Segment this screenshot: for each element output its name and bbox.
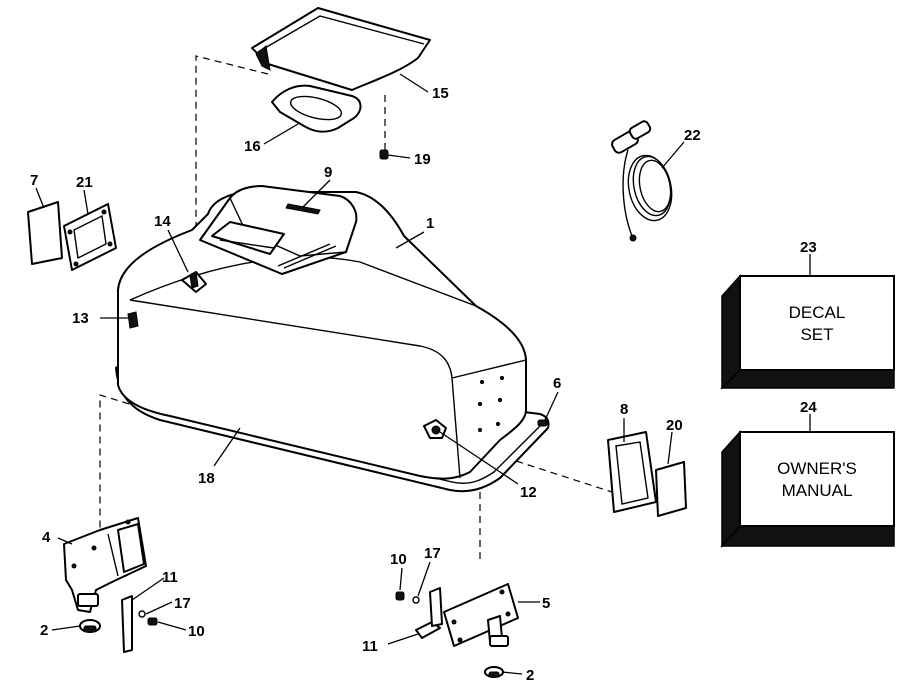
hardware-right — [395, 591, 420, 604]
callout-23: 23 — [800, 239, 817, 256]
gasket-frame-8 — [607, 431, 657, 513]
decal-set-line1: DECAL — [789, 303, 846, 322]
box-labels: DECAL SET OWNER'S MANUAL — [777, 303, 857, 500]
callout-17-right: 17 — [424, 545, 441, 562]
wire-harness — [611, 120, 673, 242]
motor-cover — [115, 185, 550, 493]
callout-10-left: 10 — [188, 623, 205, 640]
callout-13: 13 — [72, 310, 89, 327]
assembly-guide-lines — [99, 55, 613, 560]
callout-16: 16 — [244, 138, 261, 155]
clip-right — [415, 587, 443, 639]
bracket-right — [443, 583, 519, 647]
decal-sheet-7 — [27, 201, 63, 265]
callout-21: 21 — [76, 174, 93, 191]
leader-lines — [35, 73, 811, 675]
callout-19: 19 — [414, 151, 431, 168]
owners-manual-line1: OWNER'S — [777, 459, 857, 478]
decal-set-line2: SET — [800, 325, 833, 344]
callout-numbers: 1 15 16 19 22 9 14 13 12 6 8 20 18 7 21 … — [30, 85, 817, 684]
callout-11-left: 11 — [162, 569, 178, 586]
callout-5: 5 — [542, 595, 550, 612]
callout-1: 1 — [426, 215, 434, 232]
callout-22: 22 — [684, 127, 701, 144]
callout-2-right: 2 — [526, 667, 534, 684]
callout-10-right: 10 — [390, 551, 407, 568]
callout-6: 6 — [553, 375, 561, 392]
screw-6 — [537, 419, 548, 427]
hardware-left — [138, 610, 158, 626]
callout-18: 18 — [198, 470, 215, 487]
callout-11-right: 11 — [362, 638, 378, 655]
callout-2-left: 2 — [40, 622, 48, 639]
callout-4: 4 — [42, 529, 51, 546]
bracket-left — [63, 517, 147, 613]
top-cover-lid — [251, 7, 431, 91]
rubber-foot-left — [79, 619, 101, 633]
owners-manual-line2: MANUAL — [782, 481, 853, 500]
decal-sheet-20 — [655, 461, 687, 517]
callout-15: 15 — [432, 85, 449, 102]
callout-14: 14 — [154, 213, 171, 230]
decal-set-box — [720, 274, 895, 390]
gasket-plate-21 — [63, 203, 117, 271]
owners-manual-box — [720, 430, 895, 548]
cover-seal — [271, 84, 362, 133]
rubber-foot-right — [484, 666, 504, 678]
callout-8: 8 — [620, 401, 628, 418]
callout-17-left: 17 — [174, 595, 191, 612]
callout-7: 7 — [30, 172, 38, 189]
callout-20: 20 — [666, 417, 683, 434]
screw-19 — [379, 149, 389, 160]
callout-12: 12 — [520, 484, 537, 501]
callout-24: 24 — [800, 399, 817, 416]
clip-left — [121, 595, 133, 653]
callout-9: 9 — [324, 164, 332, 181]
